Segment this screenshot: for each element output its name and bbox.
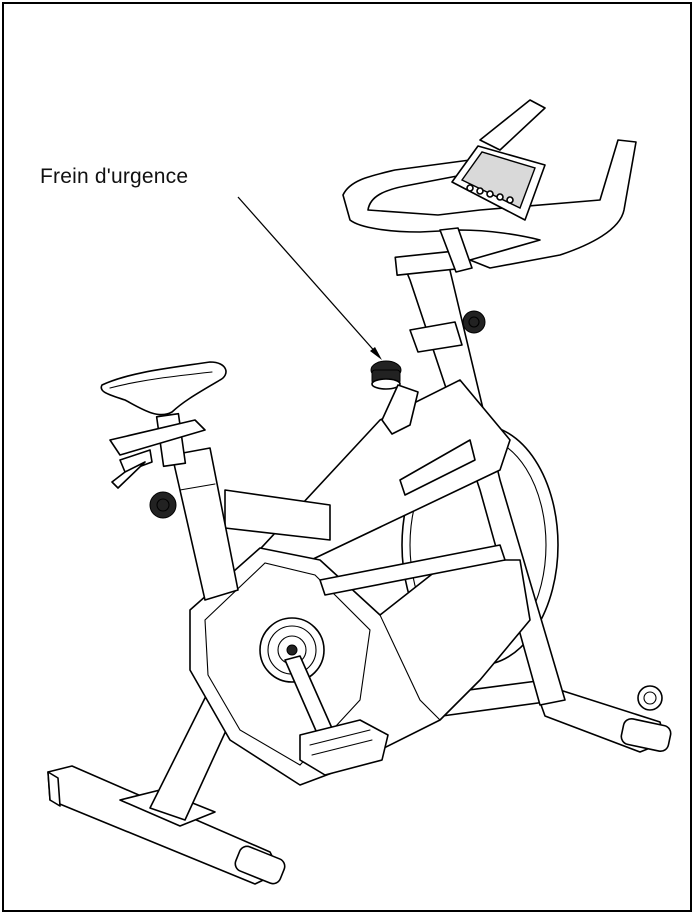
handlebar [342,99,637,273]
emergency-brake-label: Frein d'urgence [40,165,189,188]
console-display [451,145,546,221]
pedal [284,655,389,776]
saddle [100,361,227,416]
crank-housing [189,544,531,786]
crank-disc [259,617,325,683]
emergency-brake-knob [370,360,419,435]
seat-post [109,412,239,601]
main-frame [224,379,511,571]
rear-stabilizer [539,685,672,753]
callout-leader-line [237,196,382,360]
